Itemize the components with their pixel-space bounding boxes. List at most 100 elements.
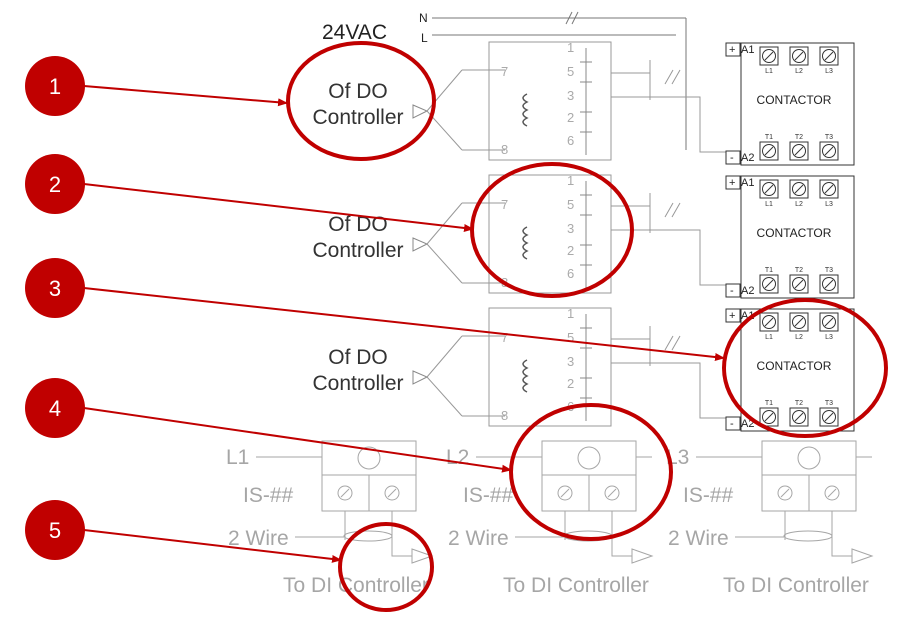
relay-output-wires — [611, 60, 651, 100]
relay-contacts — [580, 314, 592, 421]
cable-jacket — [783, 530, 833, 542]
contactor: + A1 - A2 L1 L2 L3 CONTACTOR T1 T2 T3 — [725, 175, 855, 299]
callout-badge-2: 2 — [25, 154, 85, 214]
sensor-tag: IS-## — [243, 484, 294, 507]
line-terminals: L1 L2 L3 — [759, 312, 839, 341]
terminal-t1-label: T1 — [765, 400, 773, 407]
relay-coil-wires — [462, 69, 505, 151]
terminal-t1-label: T1 — [765, 134, 773, 141]
controller-label-line2: Controller — [312, 239, 403, 262]
wire-slash — [664, 202, 681, 218]
callout-number: 4 — [49, 396, 61, 421]
terminal-screw-icon — [337, 485, 353, 501]
controller-label-line1: Of DO — [328, 213, 388, 236]
a2-wire — [650, 229, 726, 286]
terminal-t1-label: T1 — [765, 267, 773, 274]
contactor: + A1 - A2 L1 L2 L3 CONTACTOR T1 T2 T3 — [725, 308, 855, 432]
a1-label: A1 — [741, 177, 754, 189]
sensor-tag: IS-## — [683, 484, 734, 507]
do-output-triangle-icon — [412, 237, 429, 252]
a2-wire — [650, 96, 726, 153]
wire-count-label: 2 Wire — [228, 527, 289, 550]
relay-pin-7: 7 — [501, 64, 508, 79]
relay-pin-3: 3 — [567, 88, 574, 103]
relay-output-wires — [611, 326, 651, 366]
callout-badge-3: 3 — [25, 258, 85, 318]
supply-voltage-label: 24VAC — [322, 21, 387, 44]
sensor-tag: IS-## — [463, 484, 514, 507]
di-input-triangle-icon — [851, 548, 874, 564]
relay-pin-1: 1 — [567, 40, 574, 55]
plus-label: + — [729, 44, 735, 56]
a2-minus-box — [725, 150, 741, 165]
terminal-t2-label: T2 — [795, 400, 803, 407]
plus-label: + — [729, 177, 735, 189]
controller-label-line2: Controller — [312, 372, 403, 395]
terminal-l2-label: L2 — [795, 68, 803, 75]
current-sensor: L1 IS-## 2 Wire To DI Controller — [226, 440, 434, 597]
callout-number: 5 — [49, 518, 61, 543]
wire-count-label: 2 Wire — [448, 527, 509, 550]
wire-slash — [664, 335, 681, 351]
relay-contacts — [580, 48, 592, 155]
highlight-ellipse-5 — [338, 522, 434, 612]
relay-pin-6: 6 — [567, 266, 574, 281]
relay-coil-icon — [522, 226, 529, 260]
terminal-l3-label: L3 — [825, 68, 833, 75]
terminal-screw-icon — [777, 485, 793, 501]
terminal-t3-label: T3 — [825, 267, 833, 274]
wire-count-label: 2 Wire — [668, 527, 729, 550]
line-label: L — [421, 31, 428, 45]
contactor-label: CONTACTOR — [757, 226, 832, 240]
a2-wire — [650, 362, 726, 419]
supply-header: 24VAC N L — [322, 11, 687, 150]
load-terminals: T1 T2 T3 — [759, 400, 839, 427]
relay-coil-icon — [522, 93, 529, 127]
relay-pin-8: 8 — [501, 408, 508, 423]
minus-label: - — [730, 418, 734, 430]
sensor-phase-label: L1 — [226, 446, 249, 469]
terminal-screw-icon — [384, 485, 400, 501]
destination-label: To DI Controller — [283, 574, 429, 597]
relay-pin-3: 3 — [567, 221, 574, 236]
sensor-aperture-icon — [577, 446, 601, 470]
relay-pin-7: 7 — [501, 197, 508, 212]
terminal-l1-label: L1 — [765, 334, 773, 341]
terminal-l2-label: L2 — [795, 201, 803, 208]
relay-pin-2: 2 — [567, 376, 574, 391]
destination-label: To DI Controller — [723, 574, 869, 597]
callout-badges: 1 2 3 4 5 — [25, 56, 85, 560]
callout-badge-1: 1 — [25, 56, 85, 116]
di-input-triangle-icon — [411, 548, 434, 564]
relay-coil-wires — [462, 335, 505, 417]
do-output-triangle-icon — [412, 370, 429, 385]
sensor-leads — [784, 511, 852, 557]
terminal-l1-label: L1 — [765, 68, 773, 75]
relay-pin-1: 1 — [567, 173, 574, 188]
terminal-t3-label: T3 — [825, 400, 833, 407]
sensor-aperture-icon — [357, 446, 381, 470]
terminal-screw-icon — [604, 485, 620, 501]
relay-pin-5: 5 — [567, 64, 574, 79]
callout-arrow-3 — [83, 287, 725, 361]
relay-pin-7: 7 — [501, 330, 508, 345]
a1-plus-box — [725, 308, 741, 323]
callout-arrow-4 — [83, 407, 512, 473]
callout-arrow-2 — [83, 183, 474, 232]
terminal-t2-label: T2 — [795, 267, 803, 274]
contactor-label: CONTACTOR — [757, 359, 832, 373]
terminal-t3-label: T3 — [825, 134, 833, 141]
di-input-triangle-icon — [631, 548, 654, 564]
contactor-label: CONTACTOR — [757, 93, 832, 107]
a2-minus-box — [725, 283, 741, 298]
relay-pin-6: 6 — [567, 133, 574, 148]
wire-slash — [565, 11, 573, 25]
highlight-ellipse-1 — [286, 41, 436, 161]
relay-pin-1: 1 — [567, 306, 574, 321]
terminal-screw-icon — [557, 485, 573, 501]
a1-plus-box — [725, 175, 741, 190]
neutral-label: N — [419, 11, 428, 25]
terminal-screw-icon — [824, 485, 840, 501]
callout-number: 1 — [49, 74, 61, 99]
